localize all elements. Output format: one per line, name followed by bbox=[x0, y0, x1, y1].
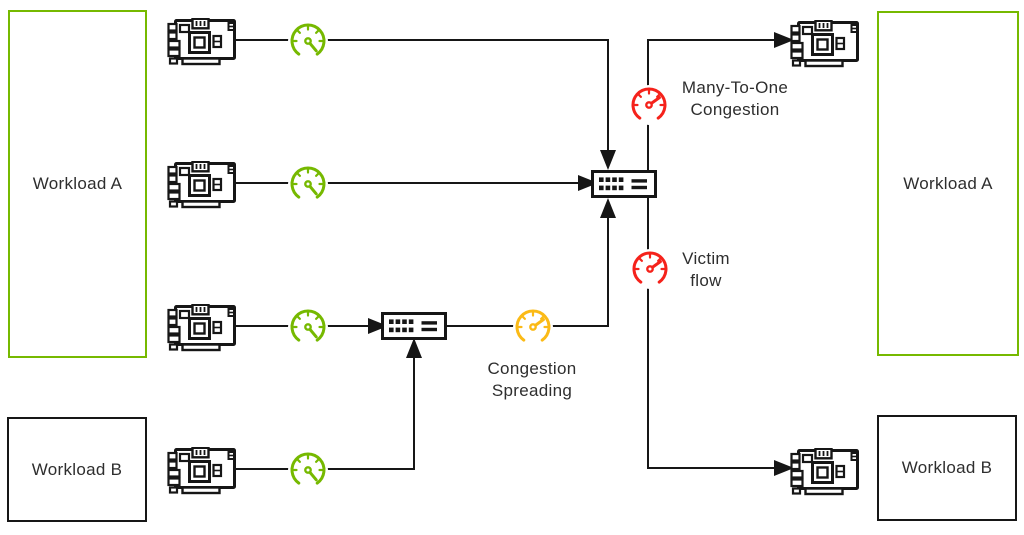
many-to-one-line1: Many-To-One bbox=[681, 78, 789, 97]
workload-b-source-label: Workload B bbox=[31, 459, 123, 479]
nic-card-icon bbox=[165, 18, 237, 68]
gauge-green-low-icon bbox=[285, 303, 331, 349]
workload-a-source-label: Workload A bbox=[32, 174, 123, 193]
workload-a-destination-box: Workload A bbox=[877, 11, 1019, 356]
many-to-one-congestion-label: Many-To-One Congestion bbox=[650, 77, 820, 121]
workload-b-destination-label: Workload B bbox=[901, 458, 993, 477]
congestion-spreading-line2: Spreading bbox=[491, 381, 573, 400]
nic-card-icon bbox=[788, 20, 860, 70]
nic-card-icon bbox=[165, 447, 237, 497]
workload-a-source-box: Workload A bbox=[8, 10, 147, 358]
wire-switch-to-workload-b-receiver bbox=[647, 198, 794, 476]
gauge-green-low-icon bbox=[285, 17, 331, 63]
congestion-spreading-line1: Congestion bbox=[487, 359, 577, 378]
congestion-switch-icon bbox=[591, 170, 657, 198]
gauge-green-low-icon bbox=[285, 446, 331, 492]
gauge-green-low-icon bbox=[285, 160, 331, 206]
wire-switch-to-workload-a-receiver bbox=[647, 32, 794, 170]
victim-flow-line2: flow bbox=[690, 271, 722, 290]
victim-flow-line1: Victim bbox=[682, 249, 730, 268]
wire-spreading-to-congestion-switch bbox=[447, 198, 616, 327]
nic-card-icon bbox=[165, 304, 237, 354]
congestion-spreading-label: Congestion Spreading bbox=[447, 358, 617, 402]
workload-b-destination-box: Workload B bbox=[877, 415, 1017, 521]
workload-b-source-box: Workload B bbox=[7, 417, 147, 522]
nic-card-icon bbox=[165, 161, 237, 211]
spreading-switch-icon bbox=[381, 312, 447, 340]
many-to-one-line2: Congestion bbox=[690, 100, 780, 119]
gauge-amber-medium-icon bbox=[510, 303, 556, 349]
workload-a-destination-label: Workload A bbox=[903, 173, 993, 193]
victim-flow-label: Victim flow bbox=[646, 248, 766, 292]
nic-card-icon bbox=[788, 448, 860, 498]
wire-a1-to-congestion-switch bbox=[233, 39, 616, 170]
